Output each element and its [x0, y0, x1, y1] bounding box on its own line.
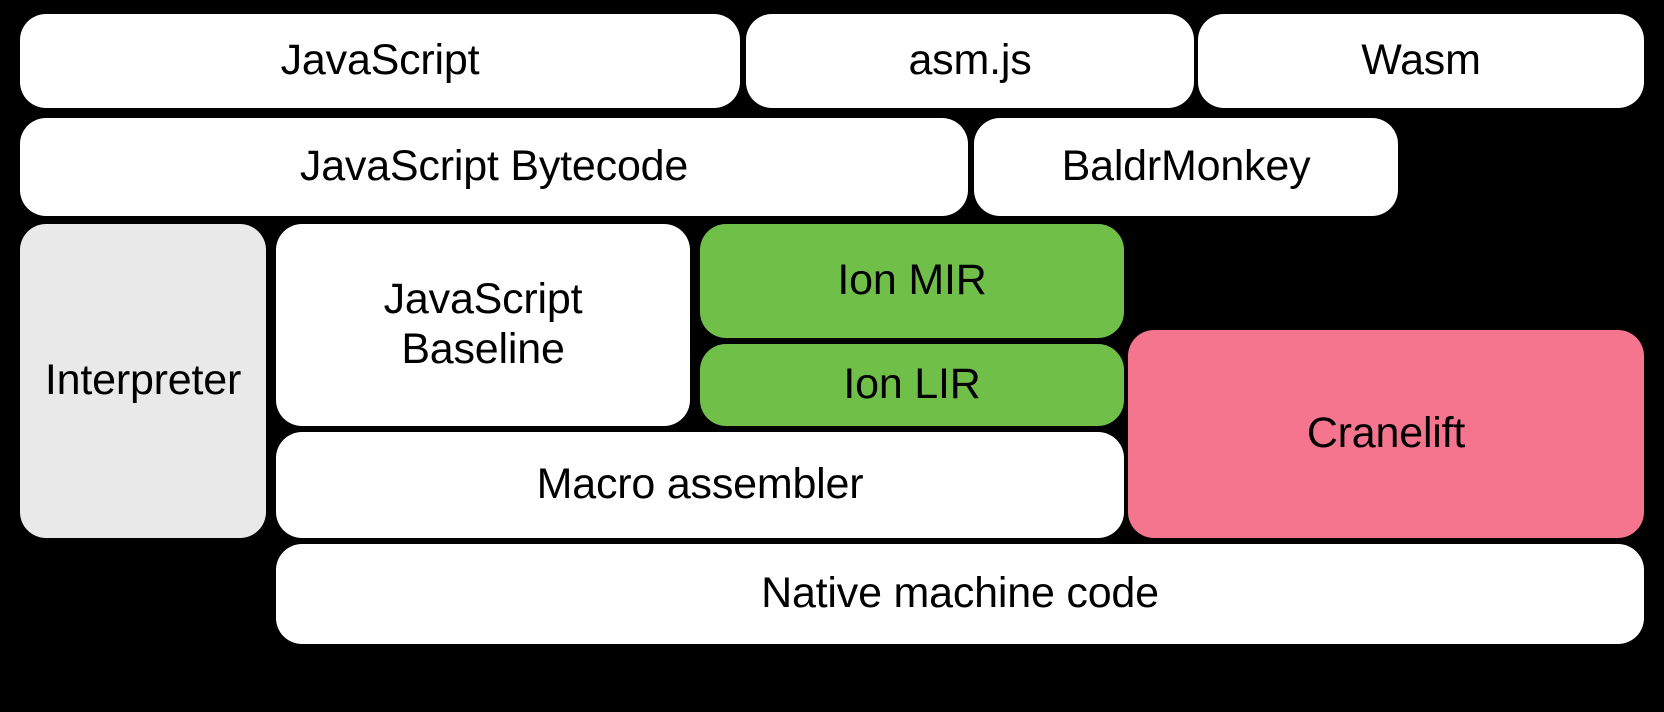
node-ion-lir-label: Ion LIR	[843, 360, 981, 409]
node-baldrmonkey[interactable]: BaldrMonkey	[974, 118, 1398, 216]
node-native-machine-code[interactable]: Native machine code	[276, 544, 1644, 644]
node-macro-assembler-label: Macro assembler	[536, 460, 864, 509]
node-cranelift-label: Cranelift	[1306, 409, 1466, 458]
node-javascript-bytecode-label: JavaScript Bytecode	[299, 142, 689, 191]
node-javascript-label: JavaScript	[280, 36, 480, 85]
node-wasm[interactable]: Wasm	[1198, 14, 1644, 108]
node-javascript-baseline[interactable]: JavaScript Baseline	[276, 224, 690, 426]
node-ion-mir[interactable]: Ion MIR	[700, 224, 1124, 338]
node-asmjs[interactable]: asm.js	[746, 14, 1194, 108]
node-asmjs-label: asm.js	[908, 36, 1032, 85]
node-javascript-bytecode[interactable]: JavaScript Bytecode	[20, 118, 968, 216]
node-ion-mir-label: Ion MIR	[837, 256, 987, 305]
node-interpreter-label: Interpreter	[44, 356, 242, 405]
node-macro-assembler[interactable]: Macro assembler	[276, 432, 1124, 538]
node-wasm-label: Wasm	[1361, 36, 1481, 85]
node-native-machine-code-label: Native machine code	[761, 569, 1159, 618]
node-cranelift[interactable]: Cranelift	[1128, 330, 1644, 538]
node-interpreter[interactable]: Interpreter	[20, 224, 266, 538]
node-javascript[interactable]: JavaScript	[20, 14, 740, 108]
node-javascript-baseline-label: JavaScript Baseline	[383, 275, 583, 373]
node-ion-lir[interactable]: Ion LIR	[700, 344, 1124, 426]
node-baldrmonkey-label: BaldrMonkey	[1061, 142, 1311, 191]
